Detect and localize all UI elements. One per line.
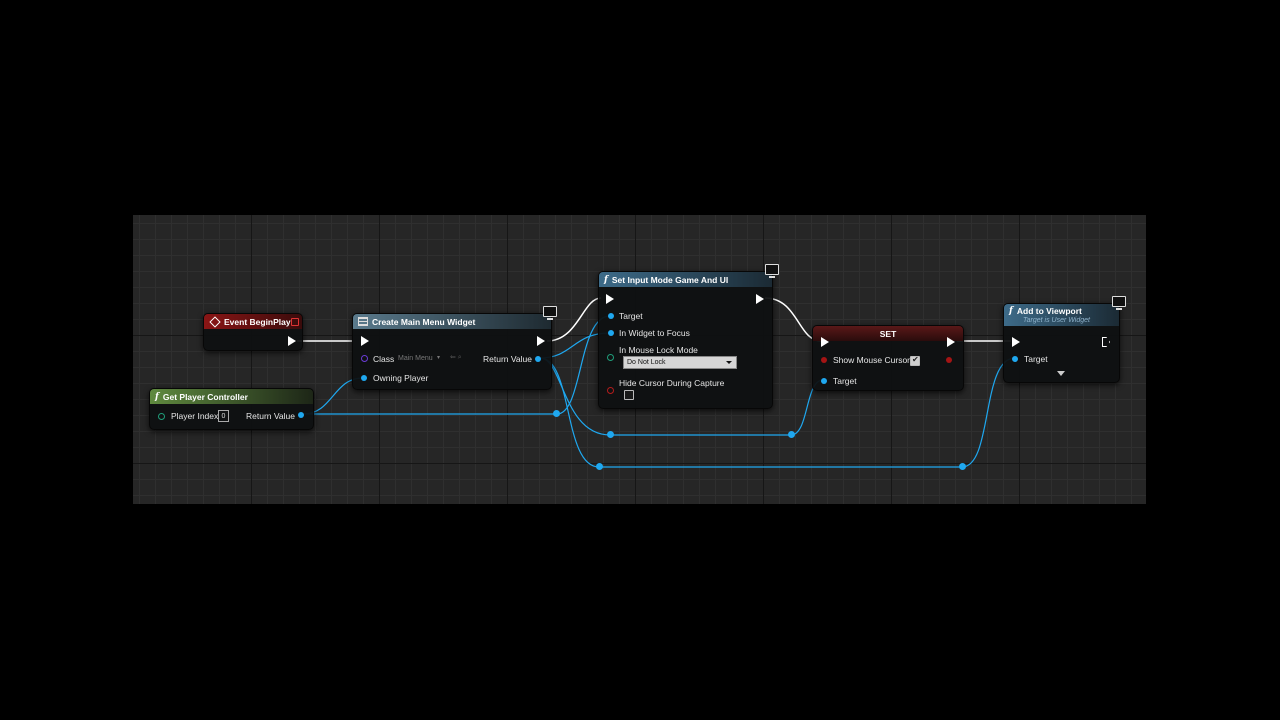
- monitor-icon: [1112, 296, 1126, 310]
- reroute-knot[interactable]: [596, 463, 603, 470]
- exec-output-pin[interactable]: [947, 337, 955, 347]
- exec-input-pin[interactable]: [821, 337, 829, 347]
- node-set-input-mode[interactable]: f Set Input Mode Game And UI Target In W…: [598, 264, 779, 409]
- delegate-pin-icon[interactable]: [291, 318, 299, 326]
- node-header: Create Main Menu Widget: [353, 314, 551, 329]
- player-index-label: Player Index: [171, 411, 219, 421]
- node-header: f Add to Viewport Target is User Widget: [1004, 304, 1119, 326]
- monitor-icon: [765, 264, 779, 278]
- event-icon: [209, 315, 221, 328]
- function-icon: f: [155, 391, 159, 402]
- target-label: Target: [619, 311, 643, 321]
- node-header: f Set Input Mode Game And UI: [599, 272, 772, 287]
- widget-focus-label: In Widget to Focus: [619, 328, 690, 338]
- target-pin[interactable]: [1012, 356, 1018, 362]
- mouse-lock-pin[interactable]: [607, 354, 614, 361]
- return-value-pin[interactable]: [535, 356, 541, 362]
- exec-output-pin[interactable]: [288, 336, 296, 346]
- exec-input-pin[interactable]: [1012, 337, 1020, 347]
- blueprint-graph-canvas[interactable]: Event BeginPlay Create Main Menu Widget …: [133, 215, 1146, 504]
- class-value[interactable]: Main Menu: [398, 355, 433, 362]
- function-icon: f: [1009, 306, 1013, 316]
- node-add-to-viewport[interactable]: f Add to Viewport Target is User Widget …: [1003, 296, 1126, 383]
- return-value-pin[interactable]: [298, 412, 304, 418]
- node-get-player-controller[interactable]: f Get Player Controller Player Index 0 R…: [149, 388, 314, 430]
- reroute-knot[interactable]: [607, 431, 614, 438]
- return-value-label: Return Value: [483, 354, 532, 364]
- target-label: Target: [833, 376, 857, 386]
- target-label: Target: [1024, 354, 1048, 364]
- mouse-lock-label: In Mouse Lock Mode: [619, 345, 698, 355]
- reroute-knot[interactable]: [788, 431, 795, 438]
- node-header: f Get Player Controller: [150, 389, 313, 404]
- widget-icon: [358, 317, 368, 326]
- hide-cursor-pin[interactable]: [607, 387, 614, 394]
- mouse-lock-dropdown[interactable]: Do Not Lock: [623, 356, 737, 369]
- node-title: SET: [879, 328, 897, 339]
- target-pin[interactable]: [821, 378, 827, 384]
- node-subtitle: Target is User Widget: [1023, 317, 1090, 324]
- show-cursor-output-pin[interactable]: [946, 357, 952, 363]
- exec-output-pin[interactable]: [537, 336, 545, 346]
- target-pin[interactable]: [608, 313, 614, 319]
- exec-output-pin[interactable]: [756, 294, 764, 304]
- exec-input-pin[interactable]: [361, 336, 369, 346]
- node-event-beginplay[interactable]: Event BeginPlay: [203, 313, 303, 351]
- owning-player-pin[interactable]: [361, 375, 367, 381]
- node-title: Set Input Mode Game And UI: [611, 274, 729, 285]
- show-cursor-label: Show Mouse Cursor: [833, 355, 911, 365]
- player-index-pin[interactable]: [158, 413, 165, 420]
- return-value-label: Return Value: [246, 411, 295, 421]
- node-header: Event BeginPlay: [204, 314, 302, 329]
- node-header: SET: [813, 326, 963, 341]
- show-cursor-checkbox[interactable]: [910, 355, 920, 366]
- show-cursor-pin[interactable]: [821, 357, 827, 363]
- owning-player-label: Owning Player: [373, 373, 429, 383]
- exec-wire-create-setinput: [546, 297, 602, 342]
- reroute-knot[interactable]: [553, 410, 560, 417]
- class-arrow-icon: ▾: [437, 355, 441, 361]
- node-title: Create Main Menu Widget: [372, 316, 476, 327]
- node-title: Get Player Controller: [162, 391, 248, 402]
- browse-icon[interactable]: ⇐ ⌕: [450, 354, 462, 361]
- reroute-knot[interactable]: [959, 463, 966, 470]
- exec-output-pin[interactable]: [1102, 337, 1110, 347]
- class-pin[interactable]: [361, 355, 368, 362]
- player-index-field[interactable]: 0: [218, 410, 229, 422]
- expand-arrow-icon[interactable]: [1057, 371, 1065, 376]
- node-create-widget[interactable]: Create Main Menu Widget Class Main Menu …: [352, 306, 557, 390]
- node-set-variable[interactable]: SET Show Mouse Cursor Target: [812, 325, 964, 391]
- function-icon: f: [604, 274, 608, 285]
- monitor-icon: [543, 306, 557, 320]
- node-title: Event BeginPlay: [224, 316, 291, 327]
- hide-cursor-checkbox[interactable]: [624, 390, 634, 400]
- class-label: Class: [373, 354, 395, 364]
- hide-cursor-label: Hide Cursor During Capture: [619, 378, 725, 388]
- widget-focus-pin[interactable]: [608, 330, 614, 336]
- exec-input-pin[interactable]: [606, 294, 614, 304]
- object-wire-widget-reroute2: [539, 357, 1016, 468]
- node-title: Add to Viewport: [1016, 306, 1082, 316]
